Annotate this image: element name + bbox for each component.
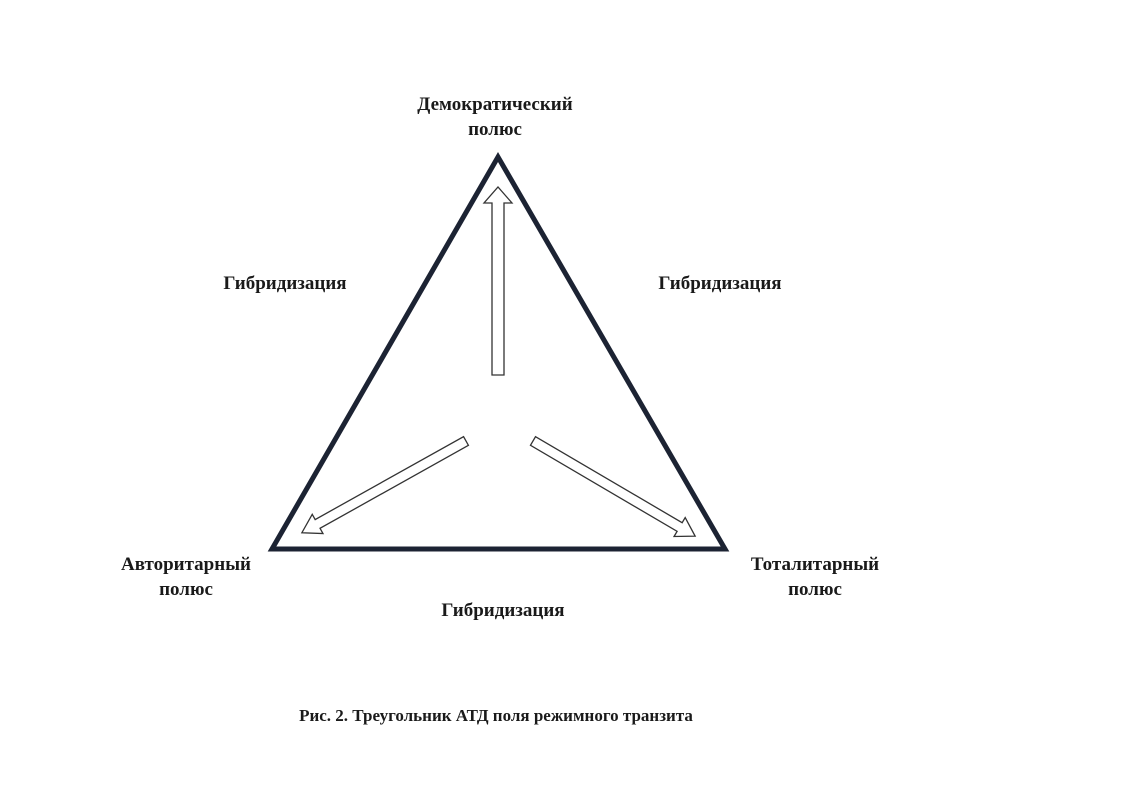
democratic-pole-line2: полюс [468, 119, 522, 140]
authoritarian-pole-line2: полюс [159, 579, 213, 600]
totalitarian-pole-line2: полюс [788, 579, 842, 600]
arrow-to-totalitarian [529, 435, 697, 538]
authoritarian-pole-line1: Авторитарный [121, 554, 251, 575]
regime-triangle [267, 152, 730, 552]
democratic-pole-label: Демократический полюс [395, 92, 595, 142]
democratic-pole-line1: Демократический [417, 94, 573, 115]
figure-caption: Рис. 2. Треугольник АТД поля режимного т… [299, 706, 693, 725]
totalitarian-pole-line1: Тоталитарный [750, 554, 880, 575]
authoritarian-pole-label: Авторитарный полюс [96, 552, 276, 602]
arrow-to-democratic [482, 186, 514, 376]
hybridization-bottom-label: Гибридизация [441, 600, 565, 621]
arrow-to-authoritarian [300, 435, 470, 535]
hybridization-right-label: Гибридизация [658, 273, 782, 294]
totalitarian-pole-label: Тоталитарный полюс [725, 552, 905, 602]
hybridization-left-label: Гибридизация [223, 273, 347, 294]
